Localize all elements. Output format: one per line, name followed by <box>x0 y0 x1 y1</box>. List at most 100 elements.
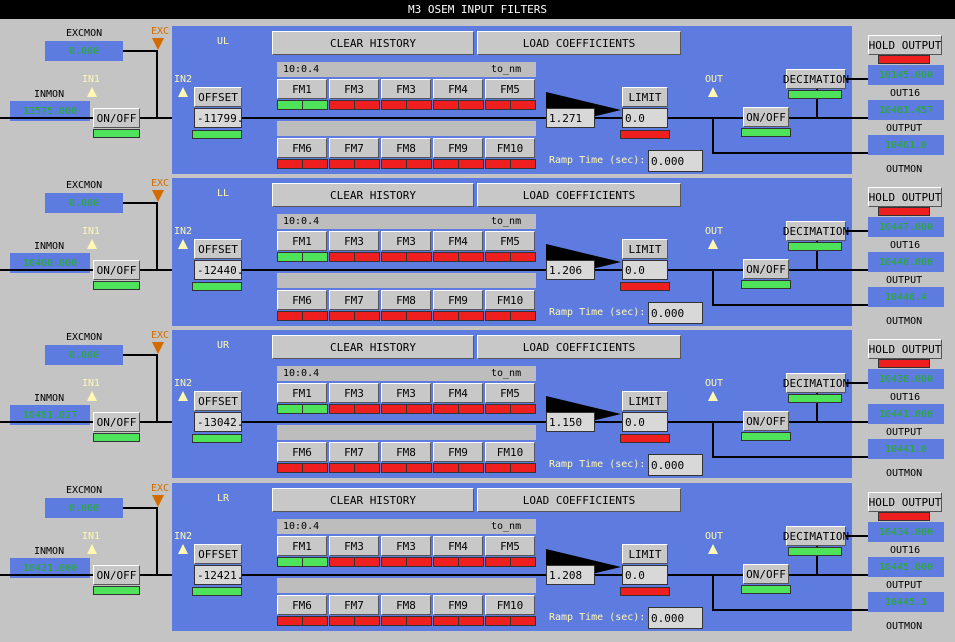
offset-field[interactable]: -11799. <box>194 108 243 128</box>
offset-button[interactable]: OFFSET <box>194 87 242 107</box>
decimation-button[interactable]: DECIMATION <box>783 69 849 89</box>
offset-field[interactable]: -12440. <box>194 260 243 280</box>
fm-button-fm3[interactable]: FM3 <box>329 536 379 556</box>
gain-field[interactable]: 1.206 <box>546 260 595 280</box>
fm-button-fm3[interactable]: FM3 <box>381 536 431 556</box>
fm-button-fm8[interactable]: FM8 <box>381 442 431 462</box>
load-coefficients-button[interactable]: LOAD COEFFICIENTS <box>477 488 681 512</box>
excmon-value: 0.000 <box>45 41 123 61</box>
offset-field[interactable]: -13042. <box>194 412 243 432</box>
fm-button-fm5[interactable]: FM5 <box>485 383 535 403</box>
fm-button-fm6[interactable]: FM6 <box>277 138 327 158</box>
clear-history-button[interactable]: CLEAR HISTORY <box>272 335 474 359</box>
fm-button-fm1[interactable]: FM1 <box>277 383 327 403</box>
fm-button-fm10[interactable]: FM10 <box>485 138 535 158</box>
gain-field[interactable]: 1.271 <box>546 108 595 128</box>
fm-button-fm7[interactable]: FM7 <box>329 138 379 158</box>
fm-button-fm8[interactable]: FM8 <box>381 138 431 158</box>
fm-button-fm8[interactable]: FM8 <box>381 595 431 615</box>
output-onoff-button[interactable]: ON/OFF <box>743 107 789 127</box>
fm-button-fm7[interactable]: FM7 <box>329 442 379 462</box>
limit-field[interactable]: 0.0 <box>622 260 668 280</box>
input-onoff-button[interactable]: ON/OFF <box>93 565 140 585</box>
gain-field[interactable]: 1.208 <box>546 565 595 585</box>
fm-button-fm7[interactable]: FM7 <box>329 290 379 310</box>
fm-led <box>302 557 328 567</box>
limit-field[interactable]: 0.0 <box>622 108 668 128</box>
fm-button-fm3[interactable]: FM3 <box>329 79 379 99</box>
fm-button-fm6[interactable]: FM6 <box>277 442 327 462</box>
input-onoff-button[interactable]: ON/OFF <box>93 412 140 432</box>
decimation-button[interactable]: DECIMATION <box>783 221 849 241</box>
wire <box>156 354 158 423</box>
decimation-button[interactable]: DECIMATION <box>783 526 849 546</box>
input-onoff-button[interactable]: ON/OFF <box>93 260 140 280</box>
fm-led <box>510 463 536 473</box>
fm-button-fm10[interactable]: FM10 <box>485 442 535 462</box>
fm-button-fm5[interactable]: FM5 <box>485 231 535 251</box>
fm-button-fm3[interactable]: FM3 <box>329 231 379 251</box>
fm-button-fm3[interactable]: FM3 <box>381 79 431 99</box>
exc-label: EXC <box>151 330 170 341</box>
outmon-value: 10441.0 <box>868 439 944 459</box>
output-label: OUTPUT <box>886 275 923 286</box>
fm-button-fm3[interactable]: FM3 <box>381 383 431 403</box>
fm-button-fm9[interactable]: FM9 <box>433 138 483 158</box>
wire <box>0 269 93 271</box>
ramp-time-field[interactable]: 0.000 <box>648 454 703 476</box>
hold-output-button[interactable]: HOLD OUTPUT <box>868 35 942 55</box>
limit-button[interactable]: LIMIT <box>622 239 668 259</box>
hold-output-button[interactable]: HOLD OUTPUT <box>868 492 942 512</box>
clear-history-button[interactable]: CLEAR HISTORY <box>272 183 474 207</box>
fm-button-fm7[interactable]: FM7 <box>329 595 379 615</box>
hold-output-button[interactable]: HOLD OUTPUT <box>868 339 942 359</box>
load-coefficients-button[interactable]: LOAD COEFFICIENTS <box>477 183 681 207</box>
fm-button-fm4[interactable]: FM4 <box>433 536 483 556</box>
fm-button-fm1[interactable]: FM1 <box>277 536 327 556</box>
load-coefficients-button[interactable]: LOAD COEFFICIENTS <box>477 31 681 55</box>
fm-button-fm9[interactable]: FM9 <box>433 595 483 615</box>
load-coefficients-button[interactable]: LOAD COEFFICIENTS <box>477 335 681 359</box>
offset-field[interactable]: -12421. <box>194 565 243 585</box>
fm-button-fm6[interactable]: FM6 <box>277 595 327 615</box>
fm-button-fm5[interactable]: FM5 <box>485 79 535 99</box>
fm-led <box>302 463 328 473</box>
fm-button-fm8[interactable]: FM8 <box>381 290 431 310</box>
ramp-time-label: Ramp Time (sec): <box>549 612 646 623</box>
input-onoff-button[interactable]: ON/OFF <box>93 108 140 128</box>
fm-button-fm3[interactable]: FM3 <box>381 231 431 251</box>
clear-history-button[interactable]: CLEAR HISTORY <box>272 31 474 55</box>
inmon-label: INMON <box>34 393 65 404</box>
fm-button-fm3[interactable]: FM3 <box>329 383 379 403</box>
limit-button[interactable]: LIMIT <box>622 87 668 107</box>
fm-button-fm9[interactable]: FM9 <box>433 442 483 462</box>
fm-button-fm1[interactable]: FM1 <box>277 231 327 251</box>
fm-led <box>381 404 407 414</box>
hold-output-button[interactable]: HOLD OUTPUT <box>868 187 942 207</box>
ramp-time-field[interactable]: 0.000 <box>648 150 703 172</box>
fm-button-fm4[interactable]: FM4 <box>433 231 483 251</box>
fm-button-fm4[interactable]: FM4 <box>433 79 483 99</box>
output-onoff-button[interactable]: ON/OFF <box>743 259 789 279</box>
limit-button[interactable]: LIMIT <box>622 391 668 411</box>
offset-button[interactable]: OFFSET <box>194 544 242 564</box>
output-onoff-button[interactable]: ON/OFF <box>743 564 789 584</box>
fm-button-fm10[interactable]: FM10 <box>485 595 535 615</box>
gain-field[interactable]: 1.150 <box>546 412 595 432</box>
fm-button-fm5[interactable]: FM5 <box>485 536 535 556</box>
offset-button[interactable]: OFFSET <box>194 391 242 411</box>
limit-button[interactable]: LIMIT <box>622 544 668 564</box>
fm-button-fm4[interactable]: FM4 <box>433 383 483 403</box>
limit-field[interactable]: 0.0 <box>622 565 668 585</box>
limit-field[interactable]: 0.0 <box>622 412 668 432</box>
clear-history-button[interactable]: CLEAR HISTORY <box>272 488 474 512</box>
offset-button[interactable]: OFFSET <box>194 239 242 259</box>
fm-button-fm6[interactable]: FM6 <box>277 290 327 310</box>
decimation-button[interactable]: DECIMATION <box>783 373 849 393</box>
ramp-time-field[interactable]: 0.000 <box>648 302 703 324</box>
fm-button-fm10[interactable]: FM10 <box>485 290 535 310</box>
fm-button-fm9[interactable]: FM9 <box>433 290 483 310</box>
ramp-time-field[interactable]: 0.000 <box>648 607 703 629</box>
fm-button-fm1[interactable]: FM1 <box>277 79 327 99</box>
output-onoff-button[interactable]: ON/OFF <box>743 411 789 431</box>
